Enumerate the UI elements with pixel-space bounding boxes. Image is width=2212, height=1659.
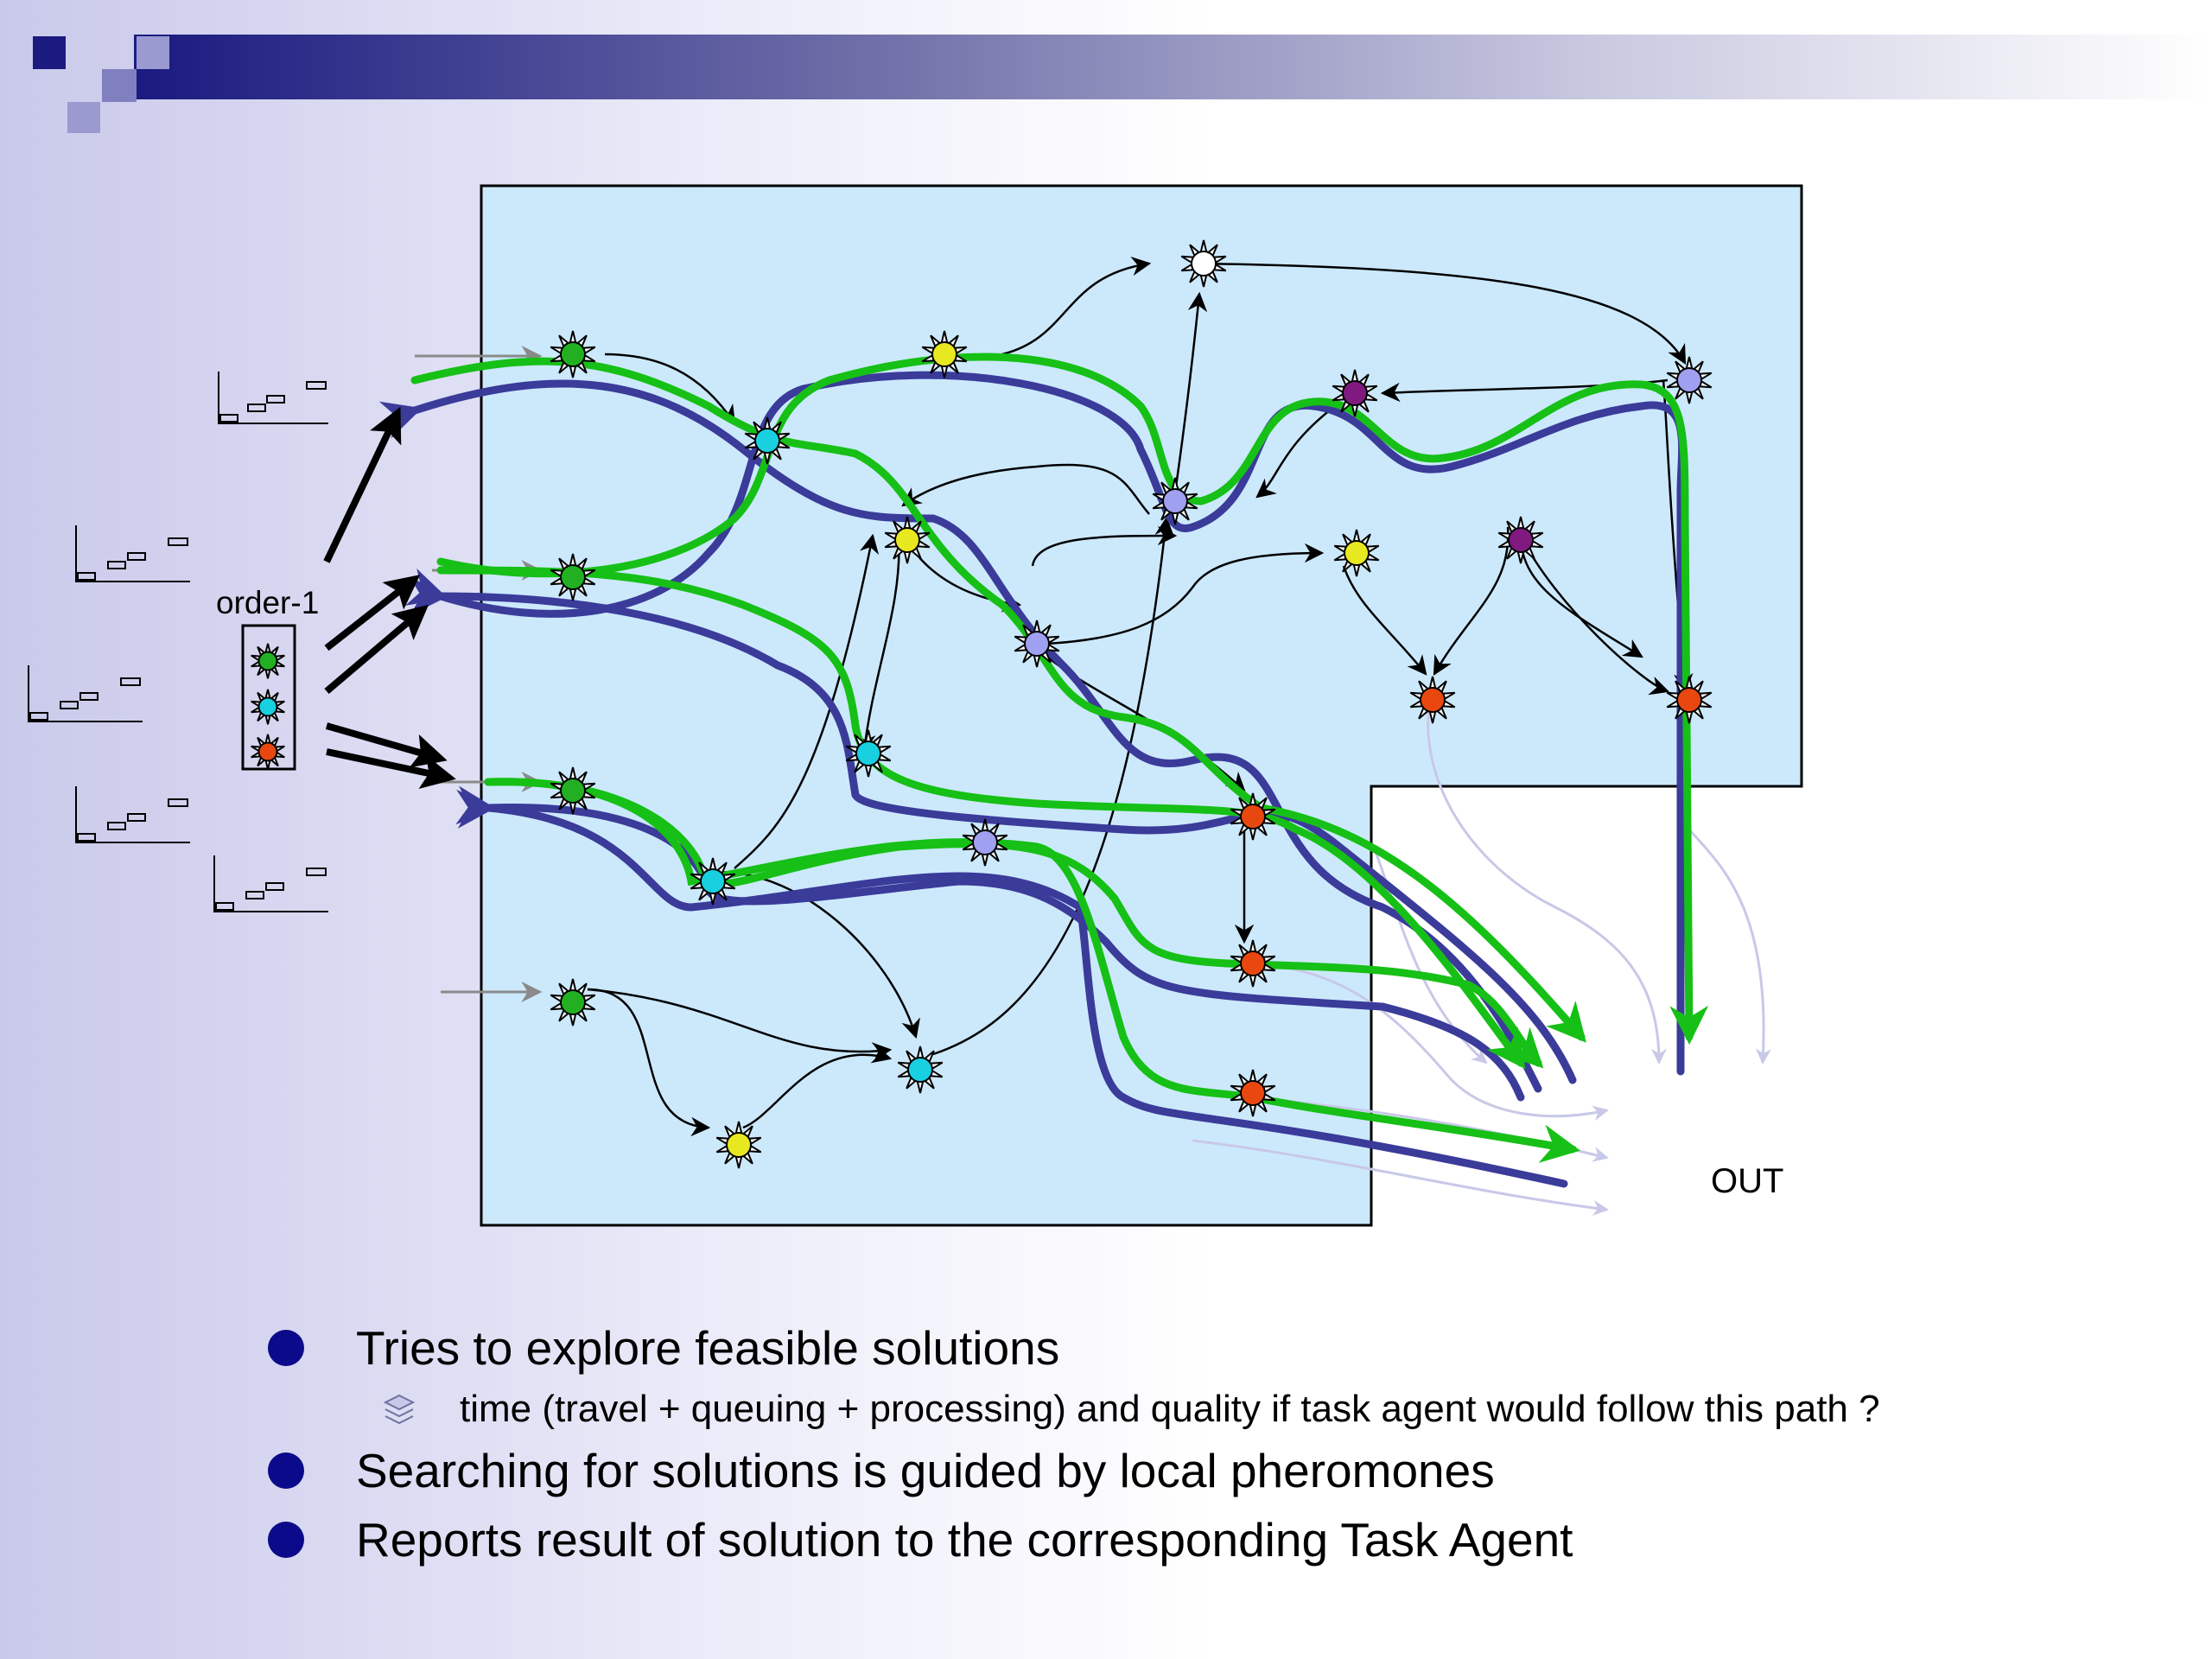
mini-chart-icon bbox=[213, 855, 328, 912]
header-square bbox=[102, 69, 137, 102]
bullet-item: Searching for solutions is guided by loc… bbox=[268, 1436, 2169, 1505]
workstation-node-icon bbox=[715, 1121, 762, 1169]
workstation-node-icon bbox=[962, 818, 1008, 867]
mini-chart-icon bbox=[75, 786, 190, 843]
workstation-node-icon bbox=[1014, 620, 1060, 668]
workstation-node-icon bbox=[1332, 369, 1378, 417]
workstation-node-icon bbox=[1230, 1069, 1276, 1117]
sub-bullet-item: time (travel + queuing + processing) and… bbox=[268, 1382, 2169, 1436]
bullet-dot-icon bbox=[268, 1522, 304, 1558]
workstation-node-icon bbox=[251, 689, 285, 725]
bullet-text: Tries to explore feasible solutions bbox=[356, 1321, 1060, 1375]
stack-icon bbox=[383, 1394, 416, 1425]
header-square bbox=[67, 102, 100, 133]
bullet-item: Tries to explore feasible solutions bbox=[268, 1313, 2169, 1382]
workstation-node-icon bbox=[1497, 516, 1544, 564]
bullet-text: Reports result of solution to the corres… bbox=[356, 1513, 1573, 1567]
workstation-node-icon bbox=[897, 1046, 944, 1094]
bullet-dot-icon bbox=[268, 1452, 304, 1489]
workstation-node-icon bbox=[550, 978, 596, 1027]
workstation-node-icon bbox=[1333, 529, 1380, 577]
feasibility-chart-icons bbox=[28, 372, 328, 912]
workstation-node-icon bbox=[251, 734, 285, 770]
workstation-node-icon bbox=[845, 729, 892, 778]
header-square bbox=[137, 36, 169, 69]
mini-chart-icon bbox=[75, 525, 190, 582]
workstation-node-icon bbox=[921, 330, 968, 378]
order-dispatch-arrows bbox=[323, 406, 456, 789]
workstation-node-icon bbox=[1666, 356, 1713, 404]
workstation-node-icon bbox=[251, 643, 285, 679]
workstation-node-icon bbox=[1152, 477, 1198, 525]
workstation-node-icon bbox=[1230, 792, 1276, 841]
mini-chart-icon bbox=[28, 665, 143, 722]
workstation-node-icon bbox=[1666, 676, 1713, 724]
mini-chart-icon bbox=[218, 372, 328, 424]
workstation-node-icon bbox=[884, 516, 931, 564]
bullet-item: Reports result of solution to the corres… bbox=[268, 1505, 2169, 1574]
bullet-text: Searching for solutions is guided by loc… bbox=[356, 1444, 1495, 1497]
header-square bbox=[33, 36, 66, 69]
sub-bullet-text: time (travel + queuing + processing) and… bbox=[460, 1388, 1880, 1430]
workstation-node-icon bbox=[550, 330, 596, 378]
slide-header-bar bbox=[33, 35, 2212, 133]
workstation-node-icon bbox=[550, 553, 596, 601]
workstation-node-icon bbox=[1409, 676, 1456, 724]
workstation-node-icon bbox=[1180, 239, 1227, 288]
header-gradient-bar bbox=[134, 35, 2212, 99]
workstation-node-icon bbox=[690, 857, 736, 906]
workstation-node-icon bbox=[1230, 939, 1276, 988]
workstation-node-icon bbox=[744, 416, 791, 465]
order-label: order-1 bbox=[216, 585, 319, 620]
workstation-nodes bbox=[251, 239, 1713, 1169]
bullet-list: Tries to explore feasible solutions time… bbox=[268, 1313, 2169, 1574]
bullet-dot-icon bbox=[268, 1330, 304, 1366]
workstation-node-icon bbox=[550, 766, 596, 815]
out-label: OUT bbox=[1711, 1162, 1783, 1200]
